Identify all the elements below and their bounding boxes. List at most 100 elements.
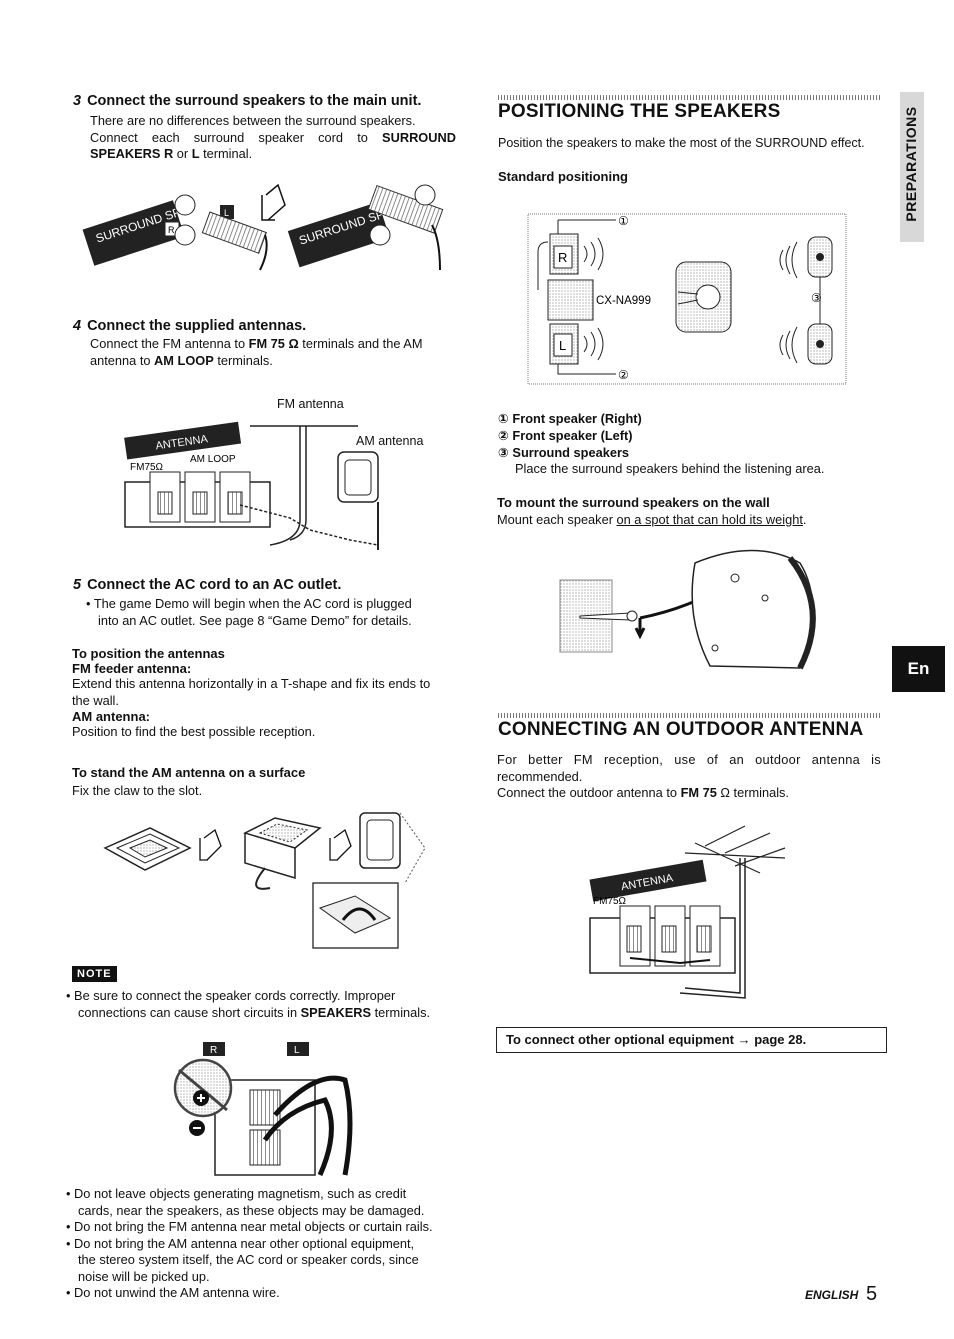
- fig-outdoor-fm75: FM75Ω: [593, 896, 627, 907]
- step5-bullet1b: into an AC outlet. See page 8 “Game Demo…: [98, 612, 412, 628]
- legend-item-1-text: Front speaker (Right): [512, 411, 642, 426]
- arrow-icon: [329, 828, 352, 861]
- section-side-tab-text: PREPARATIONS: [903, 106, 919, 222]
- positioning-rule: [498, 95, 882, 100]
- position-antennas-section: To position the antennas FM feeder anten…: [72, 646, 462, 741]
- step5-title: Connect the AC cord to an AC outlet.: [87, 577, 342, 593]
- fm-feeder-text1: Extend this antenna horizontally in a T-…: [72, 676, 431, 691]
- antenna-connection-figure: ANTENNA FM75Ω AM LOOP: [124, 421, 379, 550]
- caution-bullet-3: • Do not bring the AM antenna near other…: [66, 1235, 415, 1251]
- step3-line1: There are no differences between the sur…: [90, 113, 416, 128]
- wrong-connection-figure: R L: [173, 1042, 353, 1177]
- legend-item-2: ② Front speaker (Left): [498, 428, 824, 445]
- step3-line2: Connect each surround speaker cord to SU…: [90, 130, 456, 147]
- step3-line2-prefix: Connect each surround speaker cord to: [90, 129, 383, 145]
- wall-mount-title: To mount the surround speakers on the wa…: [497, 495, 770, 510]
- step3-heading: 3 Connect the surround speakers to the ma…: [73, 93, 421, 109]
- legend-item-3: ③ Surround speakers: [498, 445, 824, 462]
- step4-line2: antenna to AM LOOP terminals.: [90, 353, 460, 370]
- caution-bullet-2a: Do not bring the FM antenna near metal o…: [74, 1219, 433, 1234]
- fig-note-l: L: [294, 1045, 300, 1056]
- note-bullet1a-text: Be sure to connect the speaker cords cor…: [74, 988, 396, 1003]
- step4-title: Connect the supplied antennas.: [87, 318, 307, 334]
- surround-speaker-connection-figure: SURROUND SPEAKERS R L SURROUND SPEAKERS: [82, 183, 444, 271]
- step4-line2-bold: AM LOOP: [154, 352, 214, 368]
- fig-pos-r: R: [558, 250, 567, 265]
- fig-pos-n1: ①: [618, 214, 629, 228]
- legend-item-3-num: ③: [498, 444, 509, 460]
- wall-mount-text: Mount each speaker on a spot that can ho…: [497, 512, 806, 529]
- fm-feeder-title: FM feeder antenna:: [72, 661, 192, 676]
- fm-antenna-label: FM antenna: [277, 397, 344, 411]
- outdoor-text: For better FM reception, use of an outdo…: [497, 752, 881, 802]
- note-badge: NOTE: [72, 966, 117, 982]
- note-text: • Be sure to connect the speaker cords c…: [66, 988, 456, 1021]
- speaker-positioning-diagram: ① R CX-NA999 L ② ③: [527, 213, 847, 385]
- am-antenna-text: Position to find the best possible recep…: [72, 724, 316, 739]
- fig-pos-n2: ②: [618, 368, 629, 382]
- fig3-l: L: [224, 208, 229, 218]
- step4-line1-bold: FM 75 Ω: [248, 336, 299, 351]
- caution-bullet-3b: the stereo system itself, the AC cord or…: [78, 1252, 419, 1267]
- step4-text: Connect the FM antenna to FM 75 Ω termin…: [90, 336, 460, 369]
- am-antenna-label: AM antenna: [356, 434, 424, 448]
- step3-title: Connect the surround speakers to the mai…: [87, 93, 422, 109]
- legend-item-1-num: ①: [498, 411, 509, 426]
- step5-bullet1: • The game Demo will begin when the AC c…: [86, 596, 412, 611]
- section-side-tab: PREPARATIONS: [900, 92, 924, 242]
- note-bullet1b: connections can cause short circuits in …: [66, 1005, 456, 1022]
- caution-bullet-4a: Do not unwind the AM antenna wire.: [74, 1285, 280, 1300]
- positioning-intro: Position the speakers to make the most o…: [498, 136, 865, 150]
- outdoor-line3: Connect the outdoor antenna to FM 75 Ω t…: [497, 785, 881, 802]
- speaker-legend: ① Front speaker (Right) ② Front speaker …: [498, 411, 824, 478]
- step4-line1-prefix: Connect the FM antenna to: [90, 336, 249, 351]
- note-bullet1b-prefix: connections can cause short circuits in: [78, 1004, 301, 1020]
- legend-item-3-text: Surround speakers: [512, 444, 630, 460]
- footer-label: ENGLISH: [805, 1288, 859, 1302]
- step4-line2-suffix: terminals.: [213, 352, 273, 368]
- outdoor-rule: [498, 713, 882, 718]
- step4-line2-prefix: antenna to: [90, 352, 155, 368]
- page-number: 5: [866, 1283, 878, 1305]
- note-bullet1b-suffix: terminals.: [371, 1004, 431, 1020]
- step4-line1: Connect the FM antenna to FM 75 Ω termin…: [90, 336, 460, 353]
- legend-item-2-num: ②: [498, 427, 509, 443]
- fig-pos-model: CX-NA999: [596, 295, 651, 307]
- outdoor-line3-prefix: Connect the outdoor antenna to: [497, 785, 681, 800]
- note-bullet1b-bold: SPEAKERS: [300, 1004, 372, 1020]
- step4-line1-suffix: terminals and the AM: [298, 336, 423, 351]
- outdoor-line3-suffix: Ω terminals.: [716, 785, 789, 800]
- caution-bullet-3a: Do not bring the AM antenna near other o…: [74, 1235, 415, 1251]
- am-antenna-title: AM antenna:: [72, 709, 150, 724]
- step3-line3-suffix: terminal.: [199, 146, 253, 161]
- position-title: To position the antennas: [72, 646, 225, 661]
- step5-text: • The game Demo will begin when the AC c…: [86, 596, 458, 629]
- caution-bullet-2: • Do not bring the FM antenna near metal…: [66, 1219, 433, 1234]
- step3-number: 3: [73, 93, 82, 109]
- fig-pos-l: L: [559, 338, 566, 353]
- fig3-r: R: [168, 225, 175, 235]
- wall-text-underline: on a spot that can hold its weight: [616, 512, 803, 527]
- wall-text-suffix: .: [802, 512, 807, 527]
- wall-text-prefix: Mount each speaker: [497, 512, 617, 527]
- outdoor-line2: recommended.: [497, 768, 583, 784]
- am-antenna-stand-figure: [103, 812, 426, 949]
- note-bullet1a: • Be sure to connect the speaker cords c…: [66, 988, 396, 1003]
- standard-positioning-title: Standard positioning: [498, 169, 628, 184]
- step3-line3-bold-b: L: [191, 146, 200, 161]
- optional-equipment-box: To connect other optional equipment → pa…: [496, 1027, 887, 1053]
- stand-title: To stand the AM antenna on a surface: [72, 765, 306, 780]
- step3-line2-bold: SURROUND: [382, 129, 456, 145]
- caution-bullet-1a: Do not leave objects generating magnetis…: [74, 1186, 407, 1201]
- legend-item-1: ① Front speaker (Right): [498, 411, 824, 428]
- arrow-icon: [261, 183, 286, 221]
- step3-text: There are no differences between the sur…: [90, 113, 456, 163]
- step3-line3: SPEAKERS R or L terminal.: [90, 146, 456, 163]
- caution-bullet-1: • Do not leave objects generating magnet…: [66, 1186, 407, 1201]
- wall-mount-figure: [559, 549, 816, 670]
- caution-bullet-1b: cards, near the speakers, as these objec…: [78, 1202, 425, 1218]
- step3-line3-bold-a: SPEAKERS R: [90, 146, 174, 161]
- step5-bullet1-text: The game Demo will begin when the AC cor…: [93, 596, 412, 611]
